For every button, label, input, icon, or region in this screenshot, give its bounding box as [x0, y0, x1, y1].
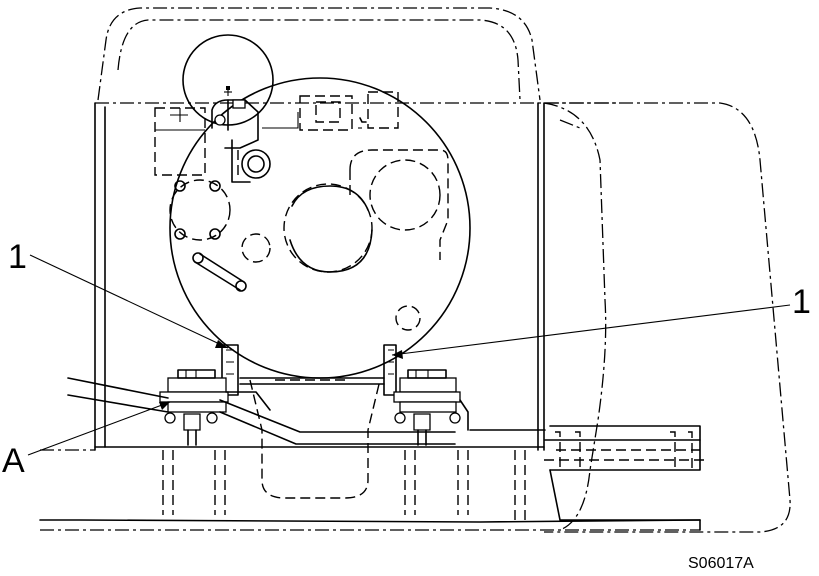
callout-label-left: 1 — [8, 238, 27, 276]
cross-member — [225, 377, 385, 411]
callout-label-a: A — [2, 442, 25, 480]
oil-sump — [249, 379, 381, 499]
leader-lines — [27, 254, 791, 456]
injection-pump — [349, 149, 449, 331]
frame-box — [94, 102, 545, 451]
side-enclosure — [543, 102, 791, 533]
lever-link — [192, 252, 247, 292]
base-frame — [39, 449, 701, 531]
flywheel — [283, 183, 373, 273]
cable-lines — [67, 377, 456, 445]
drawing-reference: S06017A — [688, 555, 754, 572]
hood-outline — [97, 7, 541, 101]
alternator — [169, 179, 231, 241]
fuel-tank — [469, 425, 704, 525]
engine-mount-right — [383, 344, 469, 515]
alternator-bracket — [211, 99, 271, 183]
callout-label-right: 1 — [792, 283, 811, 321]
engine-mount-left — [159, 344, 239, 515]
dashed-components-top — [262, 91, 399, 131]
dashed-port-left — [241, 233, 271, 263]
filter-housing — [154, 107, 206, 176]
